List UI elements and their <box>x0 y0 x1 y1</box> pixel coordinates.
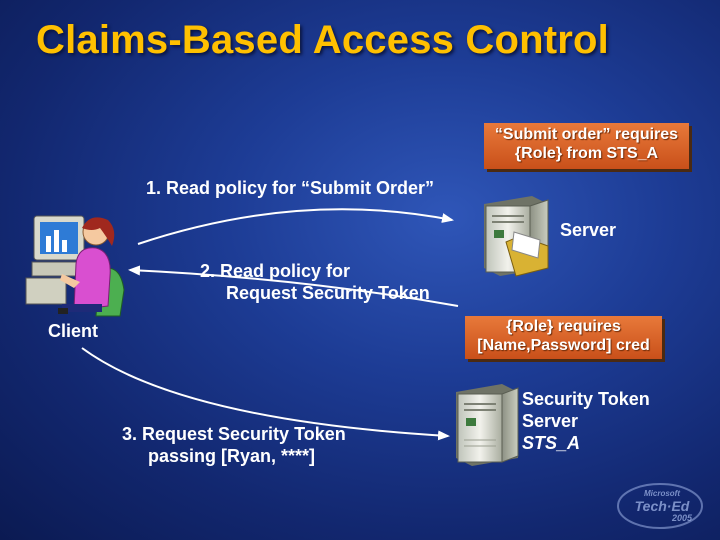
step3-label: 3. Request Security Token passing [Ryan,… <box>122 423 346 467</box>
server-label: Server <box>560 220 617 240</box>
step2-line2: Request Security Token <box>226 283 430 303</box>
slide-title: Claims-Based Access Control <box>36 18 609 62</box>
policy-note-line2: {Role} from STS_A <box>514 145 659 162</box>
policy-note-line1: “Submit order” requires <box>494 126 679 143</box>
logo-microsoft: Microsoft <box>644 489 680 498</box>
step3-line1: 3. Request Security Token <box>122 424 346 444</box>
techEd-logo-icon <box>617 483 703 529</box>
step1-label: 1. Read policy for “Submit Order” <box>146 178 435 198</box>
logo-teched: Tech·Ed <box>634 498 690 514</box>
techEd-logo: Microsoft Tech·Ed 2005 <box>626 488 698 524</box>
role-note: {Role} requires [Name,Password] cred <box>465 316 662 359</box>
step2-label: 2. Read policy for Request Security Toke… <box>200 260 430 304</box>
client-user-icon <box>25 215 125 317</box>
role-note-line2: [Name,Password] cred <box>477 337 650 354</box>
arrow-step3 <box>81 347 450 441</box>
sts-label-line3: STS_A <box>522 433 581 453</box>
client-label: Client <box>48 321 99 341</box>
sts-label-line1: Security Token <box>522 389 650 409</box>
step3-line2: passing [Ryan, ****] <box>148 446 316 466</box>
step2-line1: 2. Read policy for <box>200 261 351 281</box>
sts-server-icon <box>456 384 519 466</box>
server-icon <box>484 196 549 277</box>
sts-label: Security Token Server STS_A <box>522 388 650 454</box>
sts-label-line2: Server <box>522 411 579 431</box>
arrow-step2 <box>128 265 459 307</box>
logo-year: 2005 <box>671 513 692 523</box>
arrow-step1 <box>137 208 454 245</box>
policy-note: “Submit order” requires {Role} from STS_… <box>484 123 689 169</box>
role-note-line1: {Role} requires <box>506 318 621 335</box>
